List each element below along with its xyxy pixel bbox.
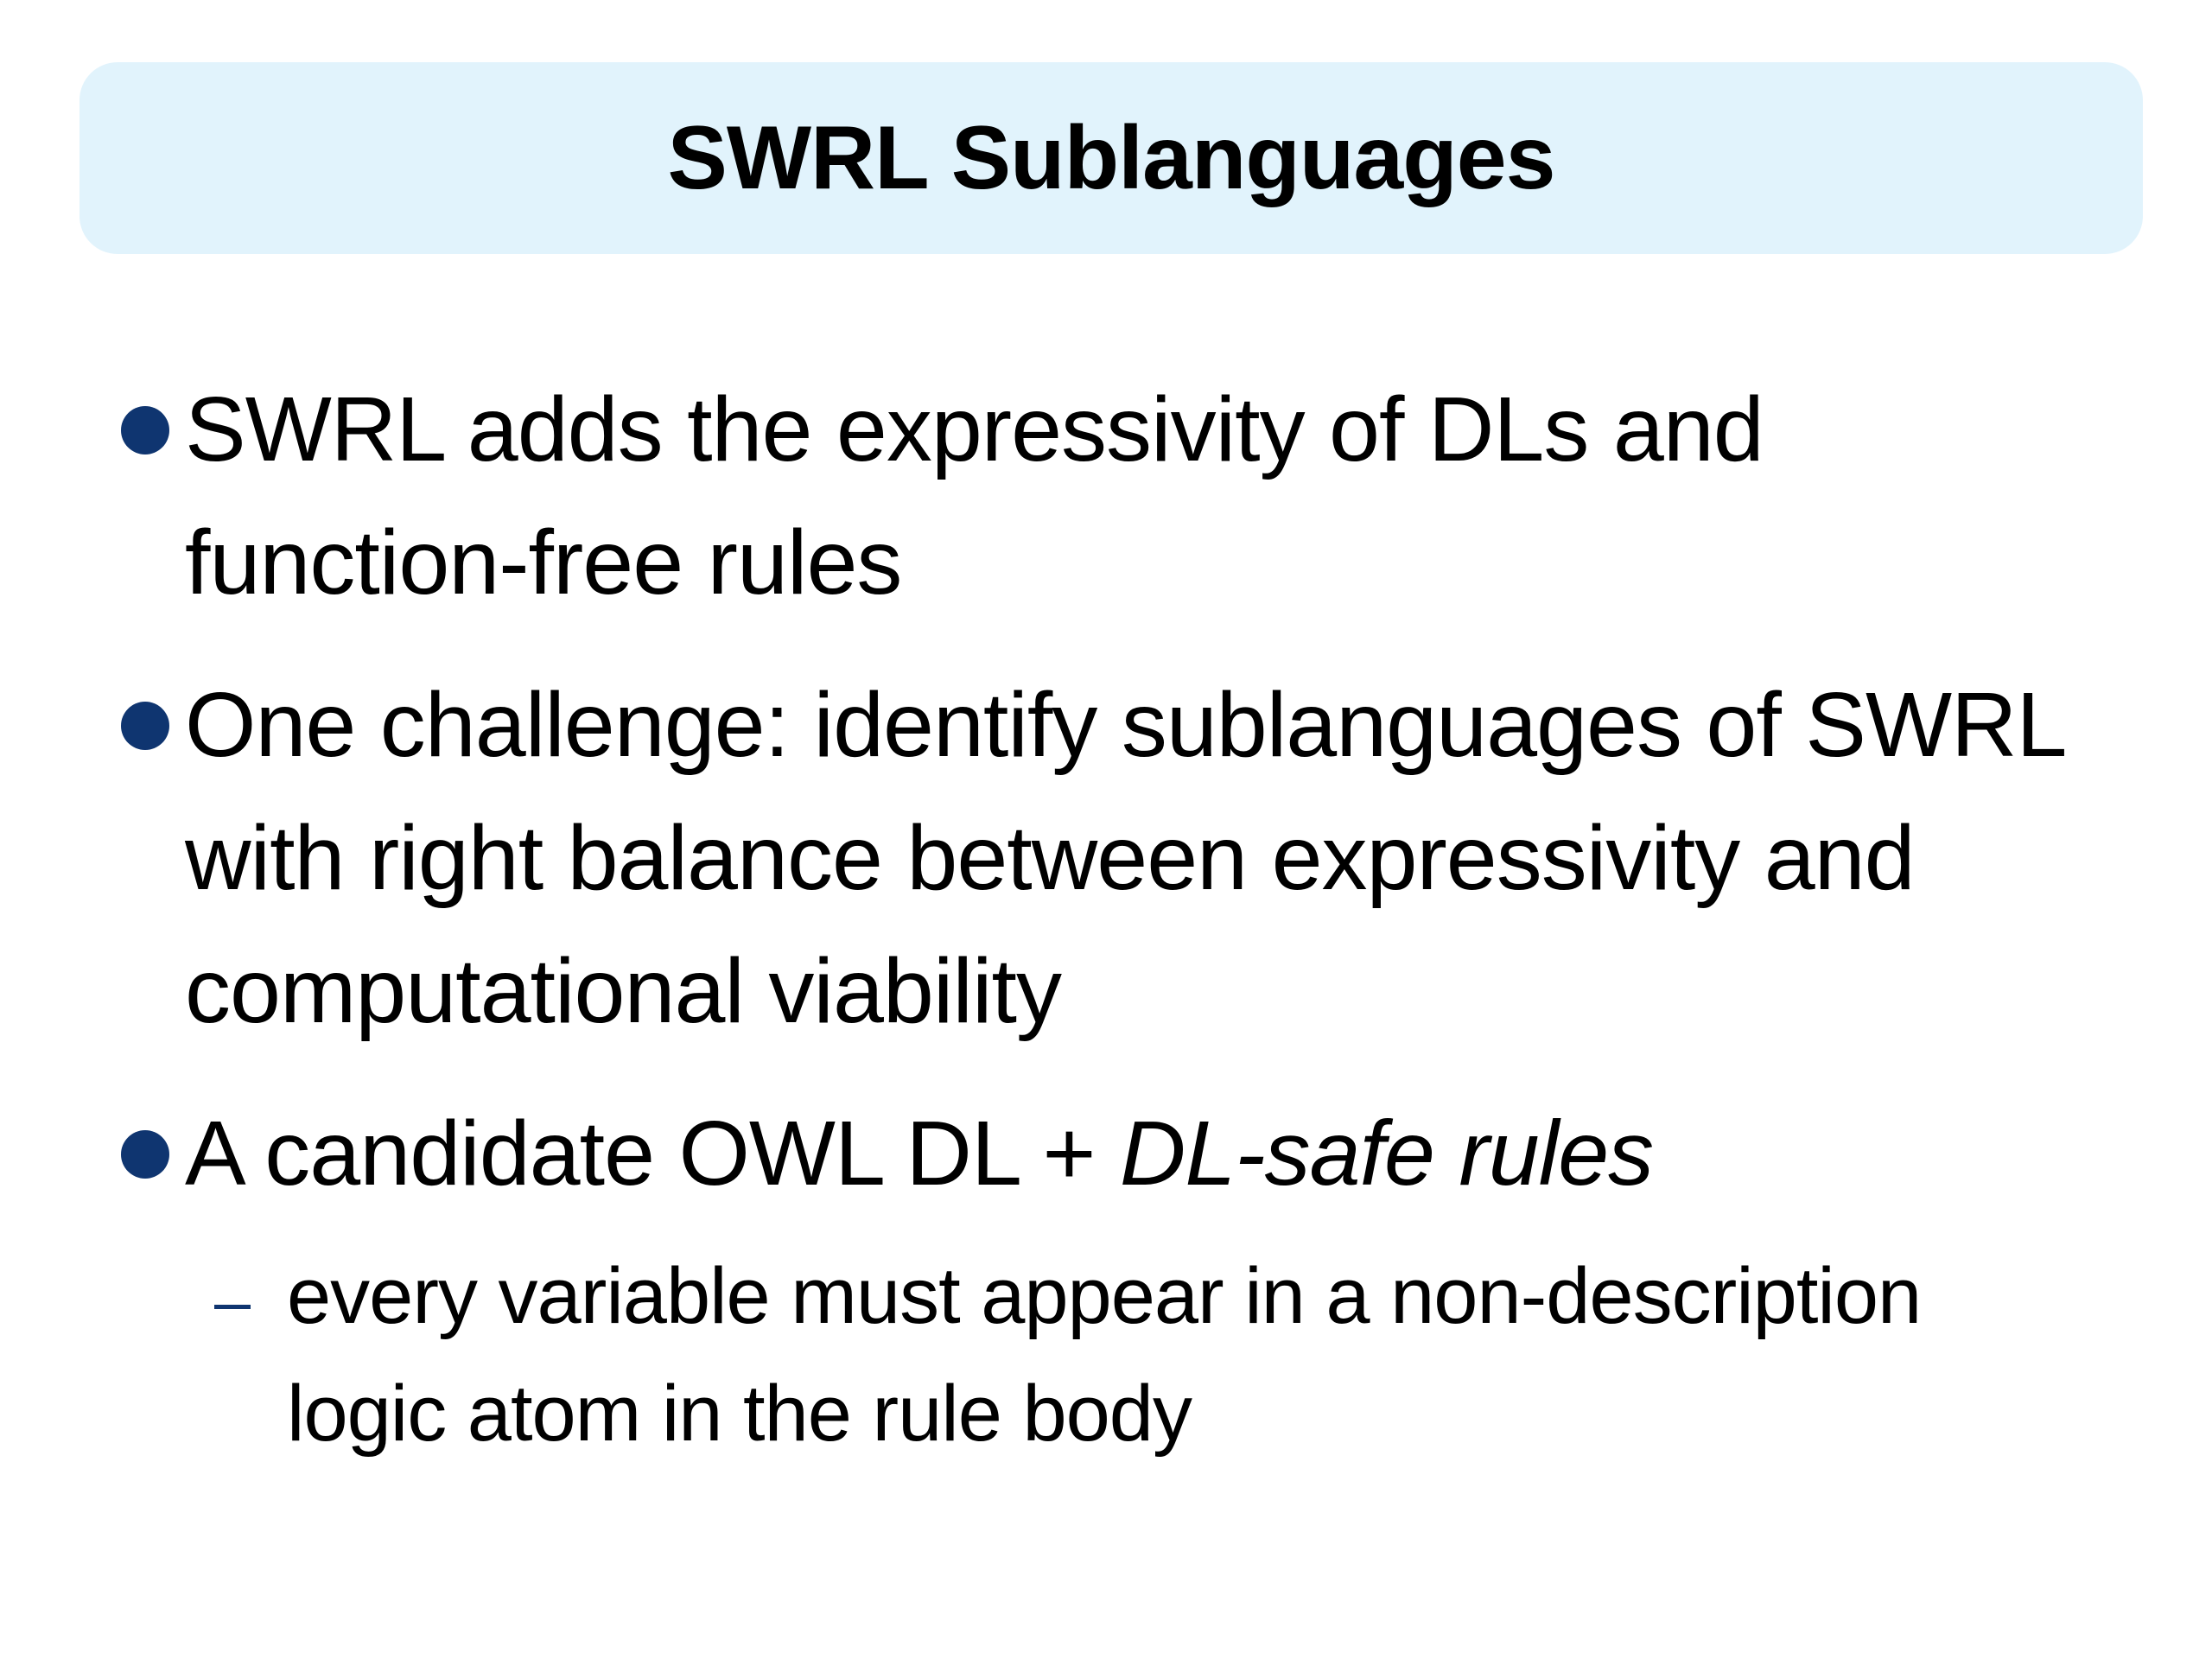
slide-title: SWRL Sublanguages — [667, 107, 1556, 208]
bullet-dot-icon — [121, 406, 169, 454]
bullet-dot-icon — [121, 702, 169, 750]
bullet-text: One challenge: identify sublanguages of … — [185, 674, 2064, 1042]
bullet-text-prefix: A candidate OWL DL + — [185, 1103, 1120, 1205]
bullet-item: A candidate OWL DL + DL-safe rules — [121, 1087, 2074, 1220]
bullet-item: One challenge: identify sublanguages of … — [121, 658, 2074, 1058]
dash-icon — [214, 1305, 251, 1309]
sub-bullet-item: every variable must appear in a non-desc… — [214, 1237, 2029, 1472]
title-banner: SWRL Sublanguages — [79, 62, 2143, 254]
sub-bullet-text: every variable must appear in a non-desc… — [287, 1252, 1922, 1458]
bullet-dot-icon — [121, 1130, 169, 1179]
bullet-text-emphasis: DL-safe rules — [1119, 1103, 1654, 1205]
bullet-item: SWRL adds the expressivity of DLs and fu… — [121, 363, 2074, 629]
bullet-text: SWRL adds the expressivity of DLs and fu… — [185, 378, 1764, 613]
bullet-text: A candidate OWL DL + DL-safe rules — [185, 1087, 1654, 1220]
